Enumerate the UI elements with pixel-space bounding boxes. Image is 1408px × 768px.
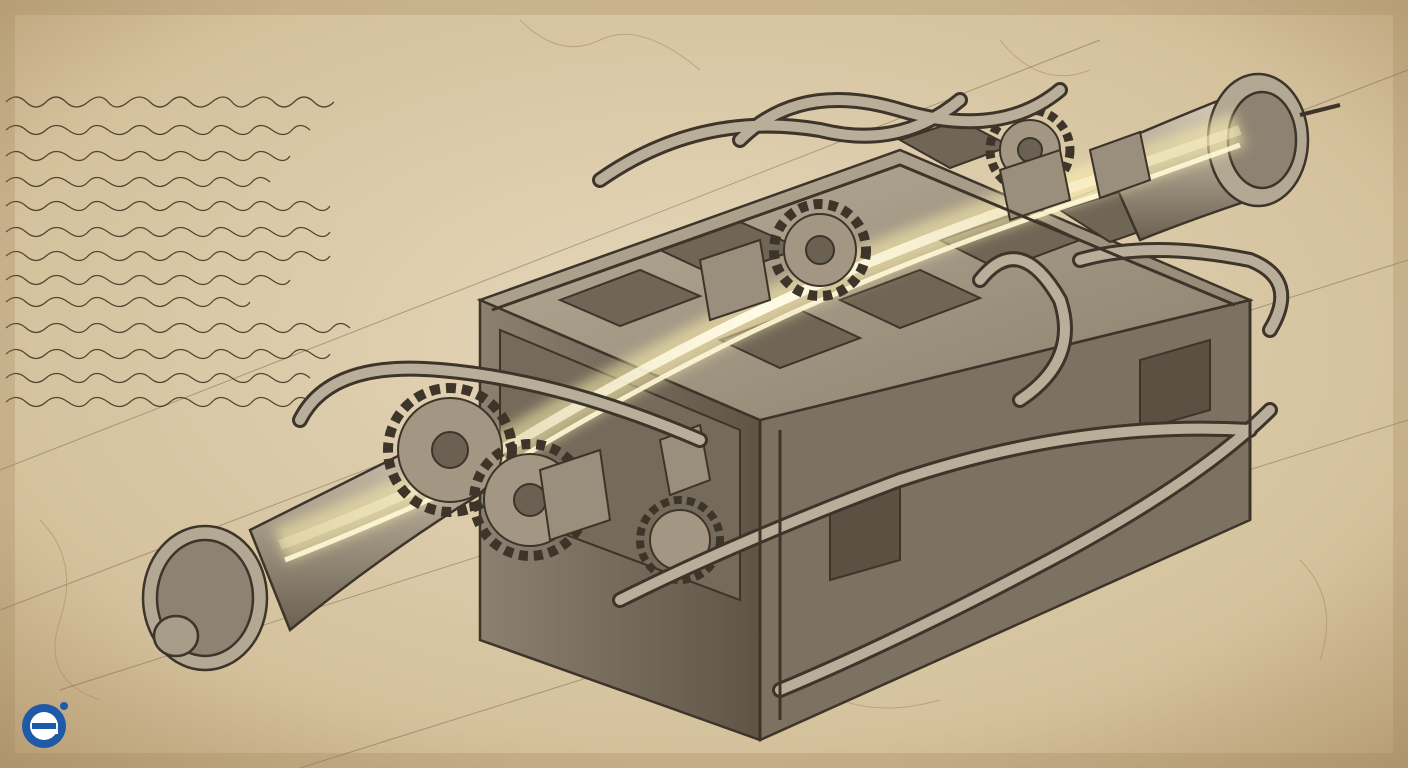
- housing-rails: [491, 163, 1252, 740]
- left-axle-hub: [152, 614, 200, 658]
- top-panels: [557, 118, 1193, 370]
- gear-center: [769, 199, 871, 301]
- handwritten-script: [5, 96, 351, 408]
- tubing: [292, 82, 1290, 698]
- paper-cracks: [39, 19, 1328, 709]
- e-logo-icon: [22, 702, 68, 748]
